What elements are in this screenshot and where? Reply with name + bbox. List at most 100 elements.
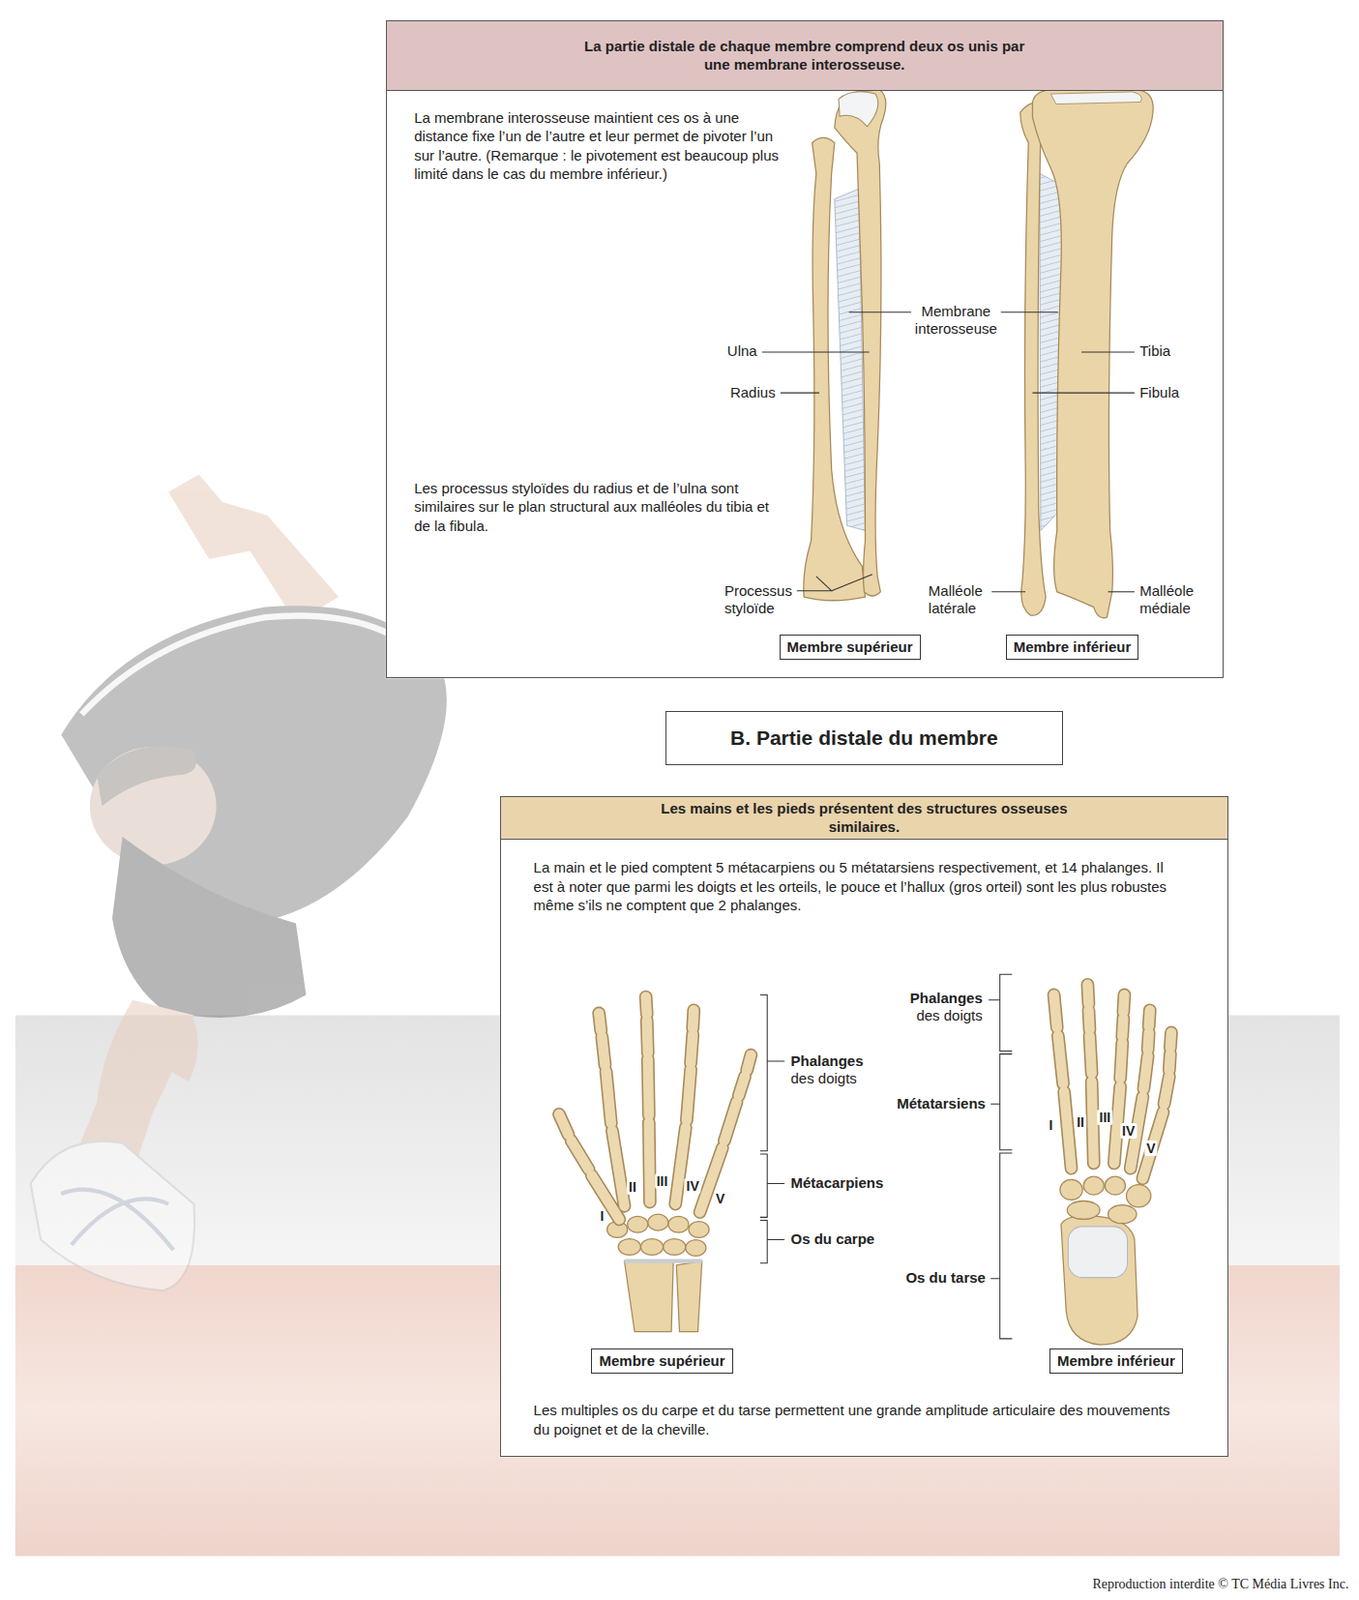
leader-lines-part [780, 392, 820, 394]
foot-bones-part [1104, 1176, 1125, 1195]
athlete-silhouette-part [81, 616, 429, 715]
panel-text: Les multiples os du carpe et du tarse pe… [533, 1400, 1187, 1439]
forearm-bones-part [838, 91, 879, 127]
brackets-part [760, 1153, 785, 1217]
hand-bones-part [668, 1215, 689, 1233]
leader-lines-part [991, 590, 1026, 592]
leader-lines-part [762, 351, 870, 353]
leader-lines-part [1081, 351, 1135, 353]
part-label: Os du tarse [862, 1269, 986, 1287]
brackets-part [988, 974, 1012, 1051]
foot-bones-part [1060, 1179, 1083, 1200]
callout-number: I [1046, 1117, 1055, 1133]
part-label: Fibula [1139, 384, 1212, 402]
forearm-bones-part [803, 137, 866, 600]
caption-text: Membre inférieur [1013, 638, 1132, 655]
info-panel: La partie distale de chaque membre compr… [385, 20, 1224, 679]
leg-bones-part [1050, 91, 1142, 105]
caption-box: Membre inférieur [1049, 1348, 1183, 1374]
brackets-part [990, 1054, 1012, 1151]
foot-bones [1054, 984, 1172, 1345]
leg-bones [1020, 89, 1153, 619]
part-label: Os du carpe [790, 1230, 914, 1248]
heading-band: La partie distale de chaque membre compr… [386, 21, 1223, 91]
caption-box: Membre inférieur [1005, 634, 1140, 660]
athlete-silhouette-part [96, 745, 197, 806]
caption-text: Membre supérieur [598, 1352, 725, 1369]
panel-heading: La partie distale de chaque membre compr… [572, 36, 1037, 75]
panel-ground [385, 20, 1229, 1457]
leg-bones-part [1032, 89, 1153, 619]
hand-bones-part [559, 997, 751, 1220]
brackets-part [760, 994, 785, 1151]
part-label: Membrane interosseuse [899, 302, 1012, 338]
part-label: Tibia [1139, 342, 1201, 360]
athlete-silhouette-part [112, 836, 306, 1018]
panel-ground-part [665, 710, 1064, 766]
brackets [760, 974, 1013, 1339]
forearm-bones-part [834, 89, 887, 596]
foot-bones-part [1054, 984, 1172, 1179]
athlete-silhouette [30, 473, 447, 1291]
hand-bones-part [688, 1221, 710, 1239]
part-label: Ulna [695, 342, 757, 360]
hand-bones-part [618, 1239, 641, 1256]
callout-number: III [654, 1173, 671, 1189]
callout-number: II [1074, 1114, 1087, 1130]
panel-text: La main et le pied comptent 5 métacarpie… [533, 857, 1187, 916]
leader-lines [762, 312, 1135, 592]
hand-bones-part [685, 1240, 707, 1257]
part-label: Phalanges des doigts [790, 1052, 887, 1088]
panel-text: Les processus styloïdes du radius et de … [413, 478, 773, 536]
leader-lines-part [1032, 392, 1134, 394]
callout-number: III [1097, 1109, 1114, 1125]
part-label: Radius [704, 384, 776, 402]
callout-number: I [597, 1208, 606, 1224]
callout-number: V [1144, 1140, 1157, 1156]
caption-text: Membre supérieur [787, 638, 914, 655]
panel-ground-part [500, 796, 1229, 1458]
foot-bones-part [1126, 1184, 1152, 1208]
part-label: Malléole médiale [1139, 582, 1213, 618]
athlete-silhouette-part [60, 1189, 174, 1250]
athlete-silhouette-part [149, 1009, 199, 1082]
foot-bones-part [1061, 1215, 1138, 1345]
athlete-silhouette-part [30, 1141, 195, 1292]
caption-text: Membre inférieur [1057, 1352, 1176, 1369]
callout-number: II [626, 1179, 639, 1195]
foot-bones-part [1083, 1176, 1104, 1195]
brackets-part [990, 1152, 1012, 1339]
section-title-box: B. Partie distale du membre [665, 710, 1064, 766]
hand-bones-part [627, 1215, 649, 1233]
hand-bones-part [676, 1261, 702, 1332]
part-label: Phalanges des doigts [886, 989, 983, 1025]
section-title: B. Partie distale du membre [730, 726, 999, 750]
caption-box: Membre supérieur [590, 1348, 733, 1374]
leader-lines-part [797, 574, 873, 591]
part-label: Métacarpiens [790, 1174, 914, 1192]
part-label: Processus styloïde [724, 582, 817, 618]
copyright-note: Reproduction interdite © TC Média Livres… [919, 1576, 1349, 1594]
brackets-part [760, 1220, 785, 1264]
heading-band: Les mains et les pieds présentent des st… [501, 797, 1228, 840]
hand-bones-part [648, 1213, 669, 1231]
hand-bones [559, 997, 751, 1332]
panel-heading: Les mains et les pieds présentent des st… [631, 798, 1096, 837]
caption-box: Membre supérieur [779, 634, 921, 660]
foot-bones-part [1108, 1205, 1138, 1224]
callout-number: IV [684, 1178, 702, 1194]
panel-ground-part [385, 20, 1224, 679]
callout-number: V [713, 1190, 727, 1207]
part-label: Métatarsiens [862, 1094, 986, 1113]
callout-number: IV [1120, 1122, 1137, 1139]
hand-bones-part [640, 1239, 663, 1256]
foot-bones-part [1067, 1226, 1127, 1278]
leg-bones-part [1020, 103, 1046, 617]
part-label: Malléole latérale [928, 582, 1003, 618]
leader-lines-part [1108, 590, 1135, 592]
foot-bones-part [1054, 984, 1172, 1179]
foot-bones-part [1066, 1200, 1100, 1219]
hand-bones-part [559, 997, 751, 1220]
hand-bones-part [663, 1239, 686, 1256]
